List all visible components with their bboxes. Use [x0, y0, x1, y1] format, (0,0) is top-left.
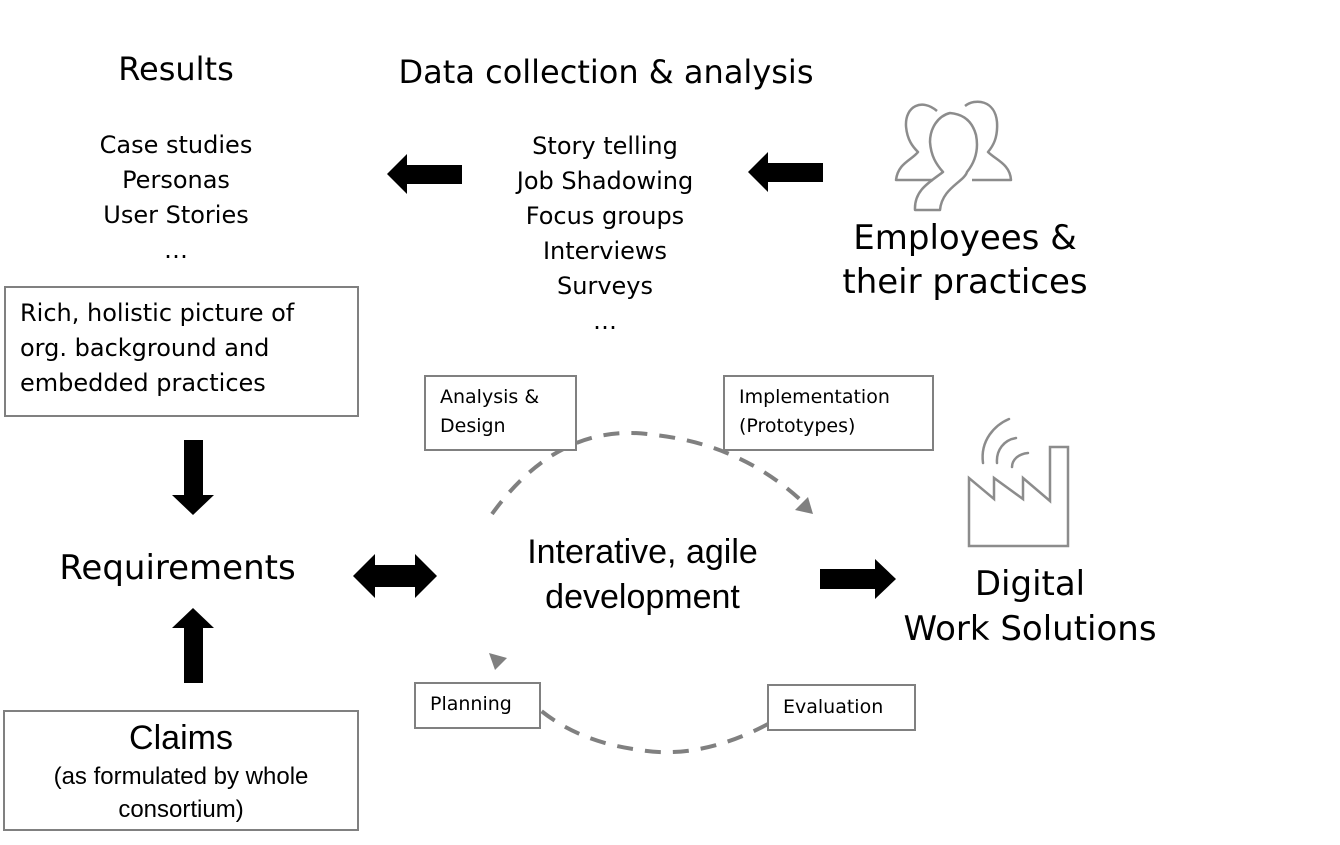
phase-label: Planning — [430, 693, 512, 715]
rich-picture-box: Rich, holistic picture of org. backgroun… — [4, 286, 359, 417]
results-item: Personas — [122, 166, 230, 194]
cycle-arc-bottom — [513, 683, 769, 755]
rich-picture-line: embedded practices — [20, 369, 266, 397]
digital-solutions-line: Digital — [974, 564, 1086, 604]
phase-implementation: Implementation (Prototypes) — [723, 375, 934, 451]
digital-solutions-line: Work Solutions — [903, 609, 1157, 649]
requirements-label: Requirements — [59, 548, 296, 588]
data-collection-list: Story telling Job Shadowing Focus groups… — [480, 129, 730, 339]
arrow-up-to-requirements — [172, 608, 214, 683]
cycle-arc-top — [490, 430, 810, 516]
rich-picture-line: org. background and — [20, 334, 270, 362]
phase-label: Design — [440, 415, 506, 437]
rich-picture-line: Rich, holistic picture of — [20, 299, 295, 327]
method-item: Interviews — [542, 237, 668, 265]
method-item: Surveys — [557, 272, 653, 300]
phase-label: Implementation — [739, 386, 890, 408]
digital-solutions-label: Digital Work Solutions — [885, 562, 1175, 652]
cycle-arrowhead-top — [795, 497, 813, 514]
claims-subtitle-line: (as formulated by whole — [53, 763, 309, 790]
phase-label: (Prototypes) — [739, 415, 856, 437]
employees-label: Employees & their practices — [820, 216, 1110, 304]
smart-factory-icon — [967, 417, 1070, 548]
arrow-to-results — [387, 154, 462, 194]
phase-planning: Planning — [414, 682, 541, 729]
employees-line: their practices — [842, 262, 1088, 302]
claims-box: Claims (as formulated by whole consortiu… — [3, 710, 359, 831]
method-item: Job Shadowing — [516, 167, 694, 195]
development-label: Interative, agile development — [480, 530, 805, 620]
phase-evaluation: Evaluation — [767, 684, 916, 731]
phase-label: Analysis & — [440, 386, 540, 408]
results-item: User Stories — [103, 201, 249, 229]
arrow-to-data-collection — [748, 152, 823, 192]
claims-title: Claims — [129, 719, 233, 757]
claims-subtitle-line: consortium) — [118, 796, 244, 823]
results-title: Results — [118, 50, 234, 88]
cycle-arrowhead-bottom — [489, 653, 507, 670]
results-list: Case studies Personas User Stories … — [56, 128, 296, 268]
development-line: Interative, agile — [527, 533, 758, 571]
method-item: Focus groups — [525, 202, 685, 230]
arrow-to-digital-solutions — [820, 559, 896, 599]
results-item: … — [164, 236, 188, 264]
data-collection-title: Data collection & analysis — [398, 53, 814, 91]
development-line: development — [545, 578, 740, 616]
employees-line: Employees & — [853, 218, 1077, 258]
phase-label: Evaluation — [783, 696, 884, 718]
phase-analysis-design: Analysis & Design — [424, 375, 577, 451]
arrow-down-to-requirements — [172, 440, 214, 515]
method-item: … — [593, 307, 617, 335]
results-item: Case studies — [99, 131, 253, 159]
people-group-icon — [894, 100, 1013, 212]
double-arrow-requirements-development — [353, 554, 437, 598]
method-item: Story telling — [532, 132, 678, 160]
